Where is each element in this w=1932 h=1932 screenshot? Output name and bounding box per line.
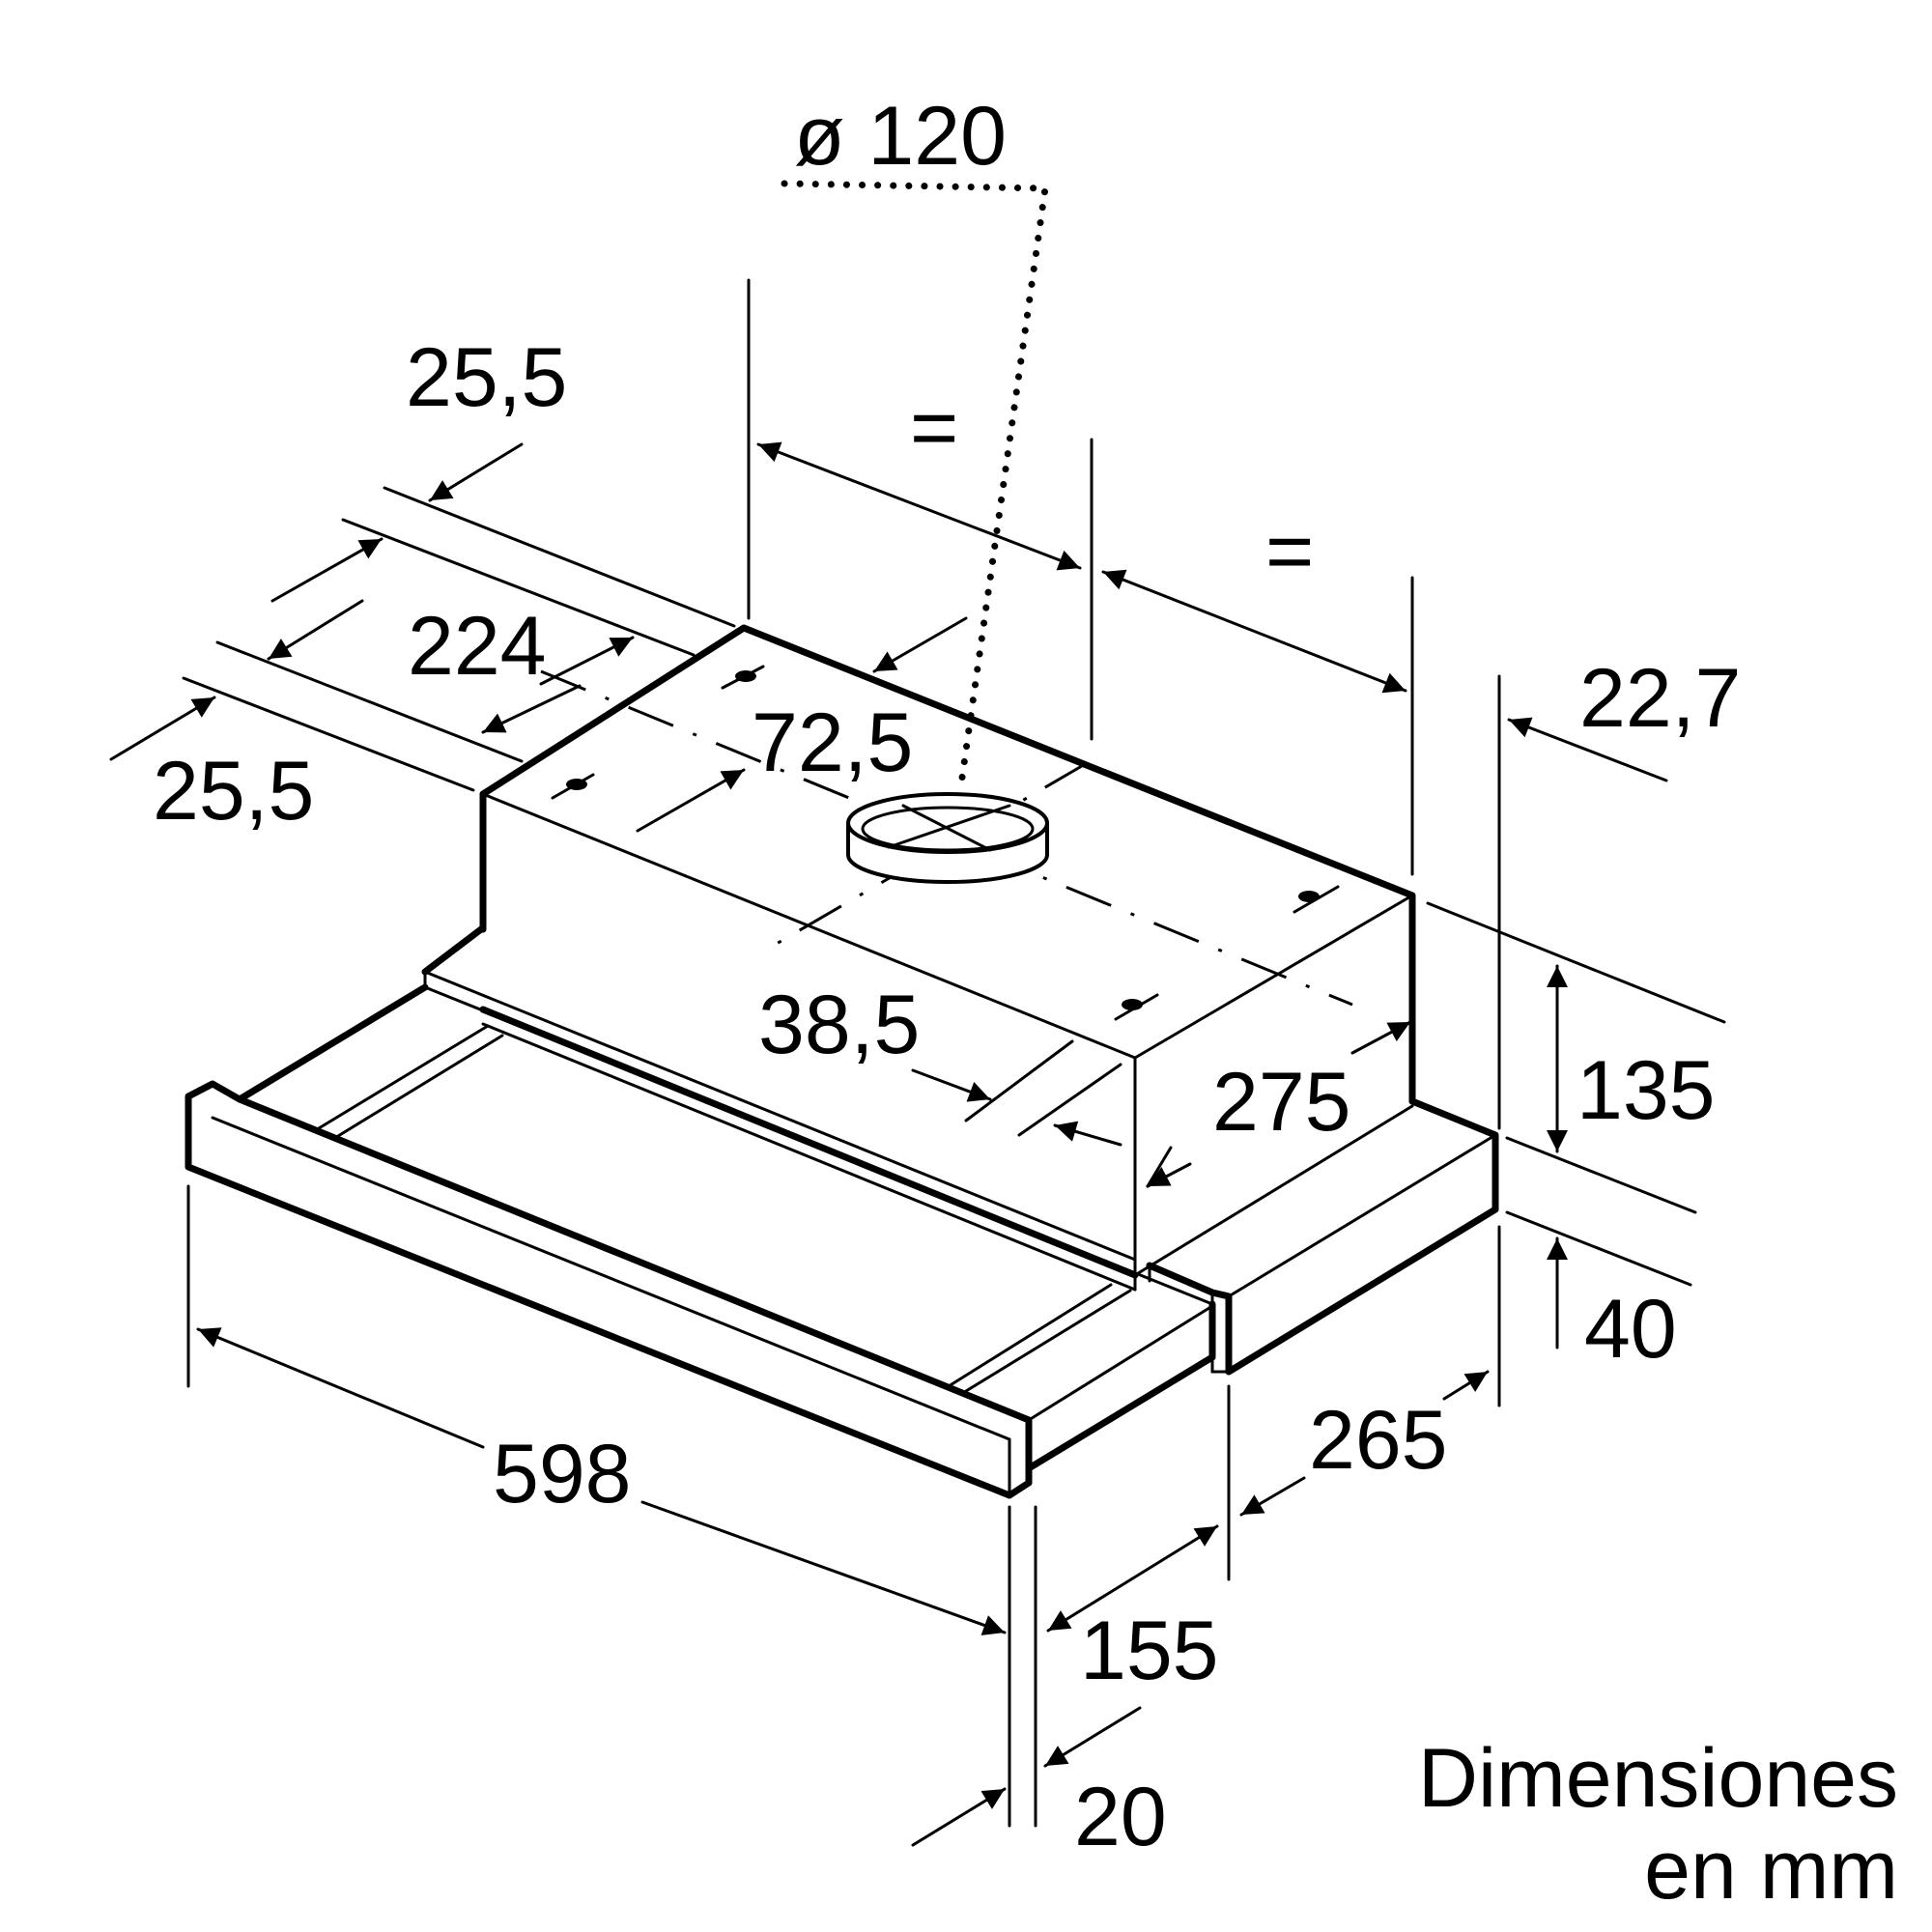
label-total-width: 598 (493, 1428, 632, 1520)
label-panel-thickness: 20 (1074, 1771, 1167, 1863)
label-side-offset: 22,7 (1579, 652, 1741, 745)
label-hole-offset: 38,5 (758, 979, 920, 1071)
label-depth-center: 224 (408, 600, 547, 693)
hood-body (479, 624, 1416, 1292)
dimension-labels: ø 120 25,5 = = 224 72,5 22,7 25,5 38,5 1… (153, 90, 1741, 1863)
mounting-hole-icon (721, 665, 765, 690)
label-depth-offset-front: 25,5 (153, 745, 314, 838)
center-lines (540, 669, 1353, 1007)
caption-line-2: en mm (1644, 1824, 1898, 1917)
label-outlet-offset: 72,5 (752, 696, 913, 789)
label-equal-right: = (1265, 505, 1314, 598)
dimension-lines (109, 278, 1726, 1847)
mounting-hole-icon (1114, 993, 1159, 1021)
side-block (1146, 1097, 1499, 1376)
duct-outlet (846, 792, 1049, 884)
label-body-height: 135 (1577, 1044, 1716, 1137)
label-front-height: 40 (1584, 1283, 1677, 1376)
mounting-hole-icon (1293, 885, 1340, 914)
label-slide-depth: 155 (1080, 1605, 1219, 1697)
label-total-depth: 265 (1309, 1394, 1448, 1487)
mounting-holes (551, 665, 1340, 1021)
units-caption: Dimensiones en mm (1418, 1732, 1898, 1917)
label-depth-offset-back: 25,5 (406, 331, 567, 424)
front-panel (185, 1080, 1033, 1499)
label-equal-left: = (910, 382, 958, 474)
label-duct-diameter: ø 120 (794, 90, 1007, 183)
mounting-hole-icon (551, 773, 595, 800)
caption-line-1: Dimensiones (1418, 1732, 1898, 1825)
label-body-depth: 275 (1212, 1056, 1351, 1149)
